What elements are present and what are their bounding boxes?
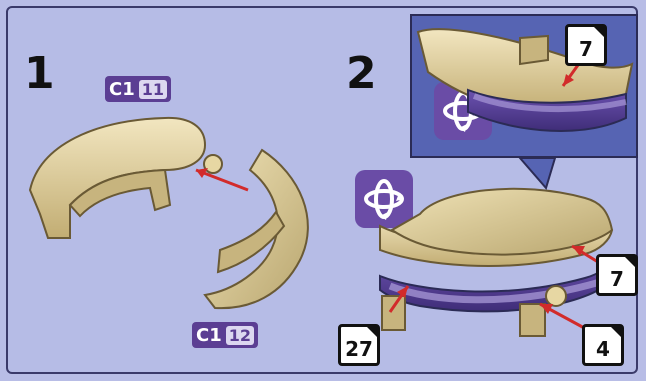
part-count-badge-callout-7: 7: [565, 24, 607, 66]
badge-text: 27: [341, 337, 377, 361]
callout-pointer: [520, 158, 555, 188]
insert-arrow: [196, 168, 248, 190]
part-count-badge-4: 4: [582, 324, 624, 366]
part-c1-12: [205, 150, 308, 308]
step-2-assembly: [380, 189, 612, 336]
insert-arrow: [540, 304, 588, 330]
badge-text: 4: [585, 337, 621, 361]
part-count-badge-7: 7: [596, 254, 638, 296]
part-c1-11: [30, 118, 222, 238]
badge-text: 7: [568, 37, 604, 61]
part-count-badge-27: 27: [338, 324, 380, 366]
badge-text: 7: [599, 267, 635, 291]
